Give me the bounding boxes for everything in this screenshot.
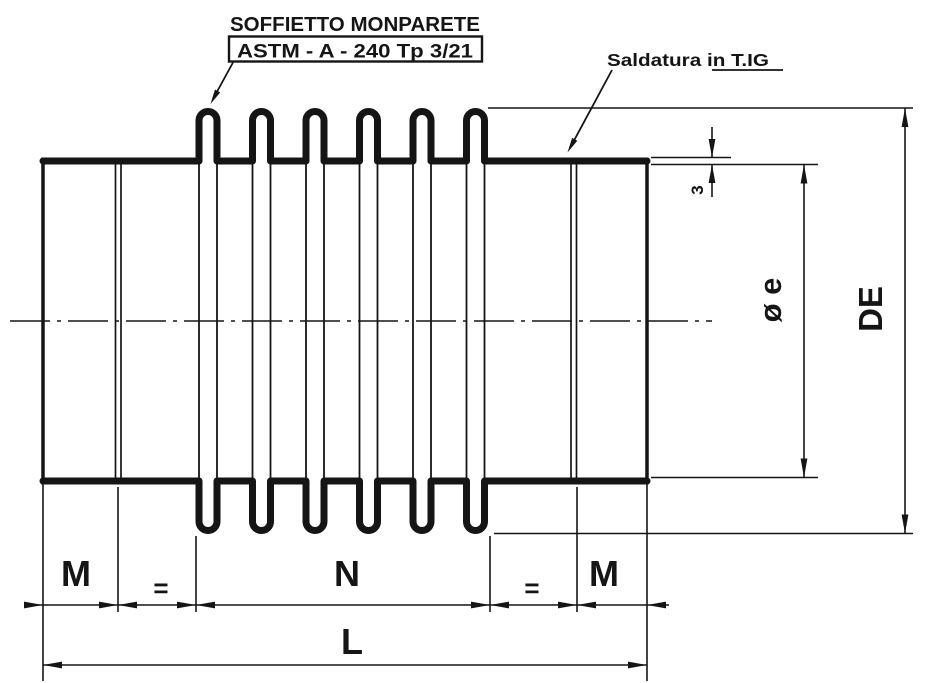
- leader-arrow-icon: [567, 137, 578, 153]
- component-title: SOFFIETTO MONPARETE: [230, 14, 480, 36]
- material-spec-text: ASTM - A - 240 Tp 3/21: [237, 42, 474, 63]
- convolution-bore-lines: [198, 125, 486, 517]
- dim-label-bellows-diameter: DE: [852, 286, 889, 332]
- leader-arrow-icon: [210, 89, 221, 104]
- dim-label-equal-left: =: [153, 573, 168, 603]
- dim-label-pipe-diameter: ø e: [753, 278, 788, 323]
- dimension-arrowheads: [24, 108, 909, 669]
- title-leader: [210, 62, 234, 104]
- dim-label-m-right: M: [589, 553, 619, 594]
- bellows-bottom-profile: [39, 477, 651, 534]
- weld-note: Saldatura in T.IG: [607, 50, 769, 70]
- extension-lines: [42, 107, 913, 681]
- weld-seam-right: [570, 164, 578, 478]
- material-spec-box: [227, 35, 484, 63]
- dim-label-n: N: [334, 553, 360, 594]
- bellows-top-profile: [39, 108, 651, 165]
- dim-label-l: L: [341, 621, 363, 662]
- part-outline: [39, 108, 651, 534]
- pipe-ends: [41, 157, 649, 485]
- dim-label-wall-thickness: 3: [688, 185, 707, 194]
- dim-label-m-left: M: [61, 553, 91, 594]
- weld-seam-left: [114, 164, 122, 478]
- dim-label-equal-right: =: [524, 573, 539, 603]
- weld-leader: [567, 69, 783, 153]
